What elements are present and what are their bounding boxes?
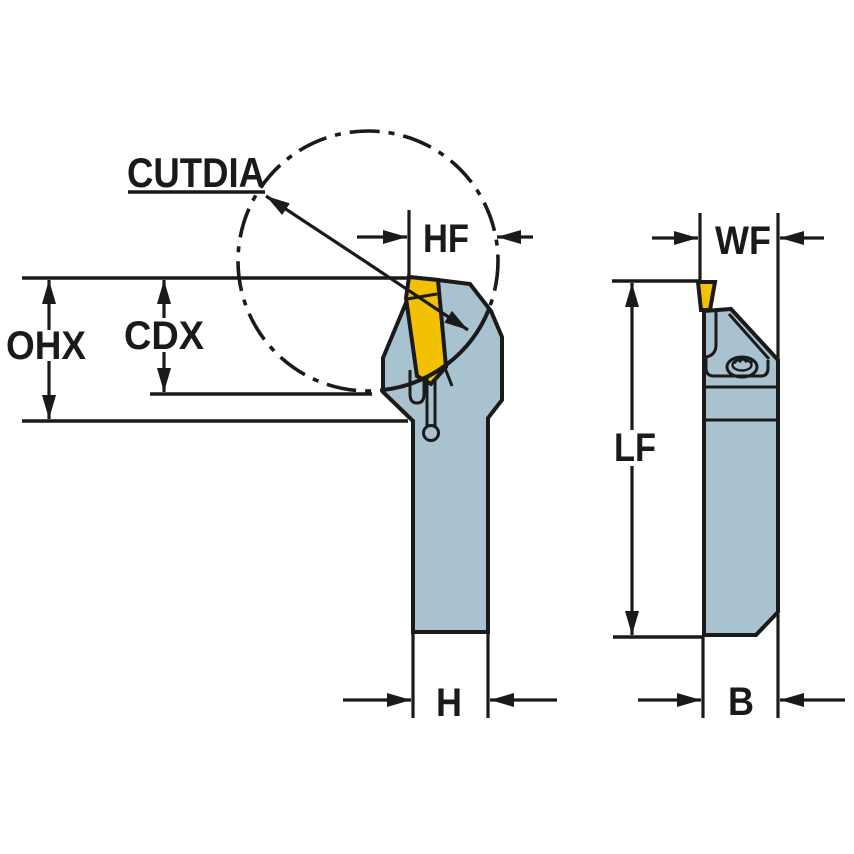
clamp-slot bbox=[408, 370, 426, 405]
side-pocket-outline bbox=[704, 311, 770, 378]
key-slot bbox=[425, 378, 437, 427]
label-wf: WF bbox=[715, 219, 771, 263]
insert-edge-line bbox=[406, 292, 438, 301]
dimension-labels: CUTDIA OHX CDX HF H WF LF B bbox=[6, 149, 771, 725]
cutdia-diameter-arrow-upper bbox=[265, 194, 367, 264]
label-ohx: OHX bbox=[6, 324, 86, 368]
screw-dot bbox=[744, 359, 748, 363]
side-view-body bbox=[702, 306, 780, 637]
label-cdx: CDX bbox=[124, 314, 204, 358]
cutdia-diameter-arrow-lower bbox=[365, 260, 469, 332]
screw-dot bbox=[733, 360, 737, 364]
label-cutdia: CUTDIA bbox=[127, 149, 265, 196]
front-view bbox=[236, 129, 504, 634]
cutting-arc bbox=[382, 308, 491, 392]
screw-dot bbox=[749, 360, 753, 364]
key-slot-hole bbox=[422, 424, 440, 442]
screw-inner bbox=[731, 358, 753, 372]
label-lf: LF bbox=[614, 426, 656, 470]
front-view-insert bbox=[403, 274, 449, 387]
label-h: H bbox=[436, 681, 462, 725]
label-b: B bbox=[728, 680, 754, 724]
side-slope-inner-line bbox=[727, 313, 771, 360]
pocket-edge-line bbox=[443, 367, 454, 387]
side-view-insert bbox=[695, 280, 718, 312]
screw-dot bbox=[738, 359, 742, 363]
label-hf: HF bbox=[423, 217, 469, 261]
front-view-dimensions bbox=[22, 190, 557, 718]
cutting-diameter-circle bbox=[236, 129, 500, 393]
side-view bbox=[695, 280, 780, 637]
side-view-dimensions bbox=[612, 213, 845, 718]
front-view-body bbox=[381, 274, 504, 634]
screw-outer bbox=[725, 355, 759, 379]
screw-icon bbox=[725, 355, 759, 379]
